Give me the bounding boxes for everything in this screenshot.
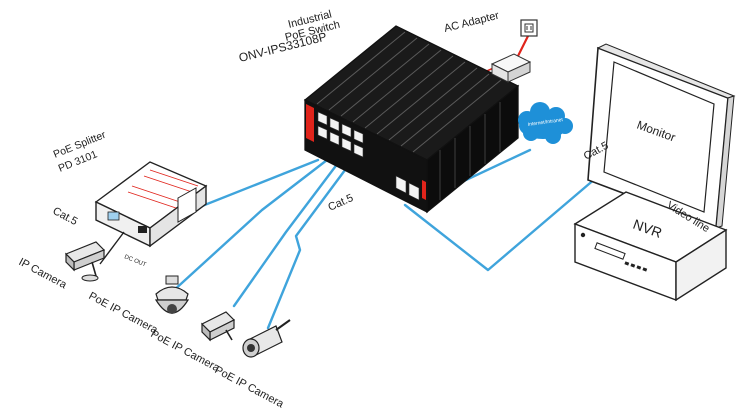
cable-poe-camera-1 (170, 158, 329, 294)
box-camera-icon (200, 311, 236, 342)
switch-ports (317, 111, 364, 158)
power-adapter-icon (490, 53, 532, 83)
cable-poe-camera-2 (232, 161, 340, 308)
cloud-icon (518, 102, 573, 144)
nvr-icon (573, 191, 728, 302)
bullet-camera-icon (242, 319, 291, 358)
monitor-icon (587, 43, 736, 230)
cat5-splitter-label: Cat.5 (51, 205, 80, 228)
box-camera-icon (64, 231, 125, 282)
cable-poe-camera-3 (266, 164, 350, 330)
wall-outlet-icon (520, 19, 538, 37)
cable-splitter (190, 158, 320, 212)
switch-model: ONV-IPS33108P (237, 30, 328, 65)
switch-icon (303, 25, 520, 214)
poe-camera-1-label: PoE IP Camera (87, 290, 161, 337)
ip-camera-label: IP Camera (17, 256, 70, 292)
splitter-dc-out: DC OUT (123, 254, 147, 268)
ac-adapter-label: AC Adapter (443, 10, 501, 35)
cat5-middle-label: Cat.5 (326, 192, 355, 214)
cloud-label: Internet/Intranet (527, 117, 563, 128)
dome-camera-icon (154, 275, 190, 314)
poe-camera-3-label: PoE IP Camera (213, 364, 287, 411)
switch-brand-strip (306, 104, 314, 142)
poe-splitter-icon (94, 161, 208, 248)
